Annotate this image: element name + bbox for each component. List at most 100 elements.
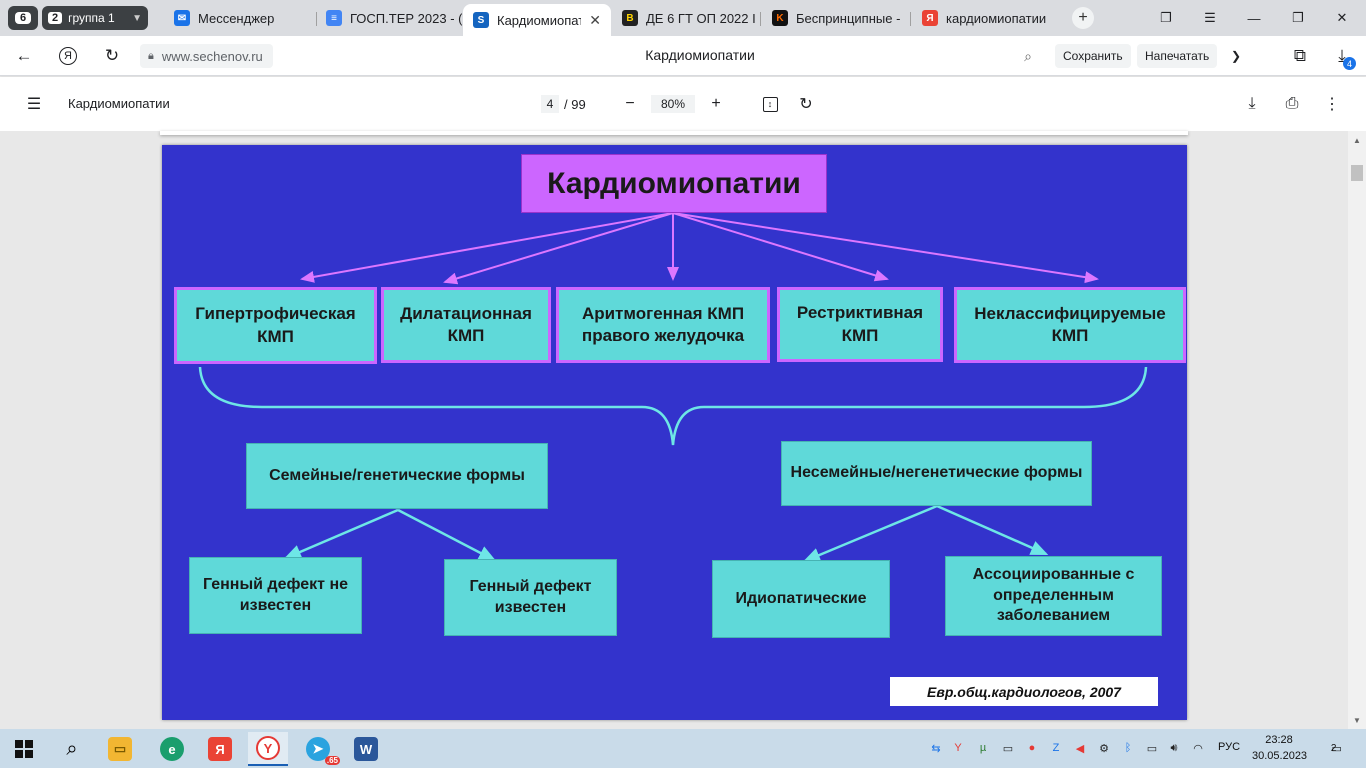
yandex-tray-icon[interactable]: Y [954, 742, 962, 754]
zoom-out-icon[interactable]: − [625, 95, 635, 112]
language-indicator[interactable]: РУС [1218, 741, 1241, 753]
tab-separator [760, 12, 761, 26]
reload-icon[interactable]: ↻ [104, 46, 120, 65]
arrow-to-idiopathic [802, 504, 938, 563]
tab-cardiomyopathy-active[interactable]: S Кардиомиопатии ✕ [463, 4, 611, 36]
zoom-tray-icon[interactable]: Z [1052, 742, 1060, 754]
new-tab-button[interactable]: + [1072, 7, 1094, 29]
type-hypertrophic: Гипертрофическая КМП [174, 287, 377, 364]
notifications-button[interactable]: ▭2 [1330, 742, 1342, 755]
scrollbar-thumb[interactable] [1351, 165, 1363, 181]
tab-group-counter[interactable]: 6 [8, 6, 38, 30]
type-unclassified: Неклассифицируемые КМП [954, 287, 1186, 363]
speaker-muted-tray-icon[interactable]: ◀ [1075, 742, 1085, 755]
wifi-icon[interactable]: ◠ [1193, 742, 1203, 755]
restore-icon[interactable]: ❐ [1292, 10, 1304, 25]
rotate-icon[interactable]: ↻ [799, 96, 813, 113]
scrollbar[interactable] [1348, 131, 1366, 729]
back-icon[interactable]: ← [15, 46, 33, 65]
record-tray-icon[interactable]: ● [1028, 742, 1036, 754]
bookmarks-icon[interactable]: ⧉ [1293, 46, 1307, 65]
unknown-gene-defect: Генный дефект не известен [189, 557, 362, 634]
edge-icon[interactable]: e [152, 732, 192, 766]
address-bar: ← Я ↻ 🔒︎ www.sechenov.ru Кардиомиопатии … [0, 36, 1366, 76]
more-options-icon[interactable]: ⋮ [1324, 96, 1340, 113]
volume-icon[interactable]: 🔊︎ [1170, 741, 1178, 754]
chevron-down-icon[interactable]: ❯ [1230, 49, 1242, 63]
clock[interactable]: 23:28 30.05.2023 [1252, 732, 1308, 764]
previous-page-edge [160, 131, 1188, 135]
arrow-to-unclassified [672, 212, 1099, 284]
clock-date: 30.05.2023 [1252, 750, 1308, 762]
tab-group-count: 2 [48, 12, 63, 24]
url-text: www.sechenov.ru [161, 48, 263, 64]
chevron-down-icon[interactable]: ▼ [132, 12, 142, 24]
fit-page-icon[interactable]: ↕ [758, 92, 782, 116]
battery-icon[interactable]: ▭ [1146, 742, 1158, 755]
tab-de6[interactable]: B ДЕ 6 ГТ ОП 2022 I [612, 4, 758, 32]
tab-manager-icon[interactable]: ❐ [1160, 10, 1172, 25]
print-button[interactable]: Напечатать [1137, 44, 1218, 68]
tab-yandex-search[interactable]: Я кардиомиопатии [912, 4, 1062, 32]
tab-label: кардиомиопатии [946, 10, 1047, 26]
tab-label: Беспринципные - [796, 10, 901, 26]
familial-forms: Семейные/генетические формы [246, 443, 548, 509]
known-gene-defect: Генный дефект известен [444, 559, 617, 636]
torrent-tray-icon[interactable]: µ [979, 742, 987, 754]
search-icon[interactable]: ⌕ [66, 737, 78, 760]
word-icon[interactable]: W [346, 732, 386, 766]
downloads-badge: 4 [1343, 57, 1356, 70]
display-tray-icon[interactable]: ▭ [1002, 742, 1014, 755]
scroll-up-icon[interactable]: ▲ [1353, 135, 1361, 145]
nonfamilial-forms: Несемейные/негенетические формы [781, 441, 1092, 506]
slide-page: Кардиомиопатии Гипертрофическая КМП Дила… [162, 145, 1187, 720]
tab-separator [910, 12, 911, 26]
window-close-icon[interactable]: ✕ [1336, 10, 1348, 25]
close-tab-icon[interactable]: ✕ [589, 11, 601, 28]
download-icon[interactable]: ⤓ [1248, 95, 1256, 112]
telegram-badge: .65 [324, 756, 340, 765]
yandex-app-icon[interactable]: Я [200, 732, 240, 766]
menu-icon[interactable]: ☰ [1204, 10, 1216, 25]
bluetooth-icon[interactable]: ᛒ [1124, 742, 1132, 754]
print-icon[interactable]: ⎙ [1285, 95, 1299, 112]
yandex-icon: Я [922, 10, 938, 26]
arrow-to-known-defect [397, 508, 497, 562]
downloads-icon[interactable]: ⤓4 [1330, 44, 1356, 70]
idiopathic: Идиопатические [712, 560, 890, 638]
slide-title: Кардиомиопатии [521, 154, 827, 213]
arrow-to-associated [936, 504, 1049, 556]
pdf-toolbar: ☰ Кардиомиопатии 4 / 99 − 80% + ↕ ↻ ⤓ ⎙ … [0, 77, 1366, 131]
tab-besprintsipnye[interactable]: K Беспринципные - [762, 4, 908, 32]
page-number-input[interactable]: 4 [541, 95, 559, 113]
pdf-viewer[interactable]: Кардиомиопатии Гипертрофическая КМП Дила… [0, 131, 1366, 729]
arrow-to-restrictive [672, 212, 889, 282]
url-field[interactable]: 🔒︎ www.sechenov.ru [140, 44, 273, 68]
type-dilated: Дилатационная КМП [381, 287, 551, 363]
tab-group-counter-label: 6 [14, 12, 32, 24]
menu-icon[interactable]: ☰ [26, 96, 42, 113]
yandex-logo-icon[interactable]: Я [56, 44, 80, 68]
arrow-to-dilated [443, 212, 674, 285]
page-total: / 99 [564, 97, 586, 112]
telegram-icon[interactable]: ➤.65 [298, 732, 340, 766]
search-icon[interactable]: ⌕ [1024, 47, 1032, 64]
start-button[interactable] [4, 732, 44, 766]
site-icon: B [622, 10, 638, 26]
scroll-down-icon[interactable]: ▼ [1353, 715, 1361, 725]
pdf-title: Кардиомиопатии [68, 96, 170, 111]
minimize-icon[interactable]: — [1247, 10, 1261, 26]
tab-gosp-ter[interactable]: ≡ ГОСП.ТЕР 2023 - ( [316, 4, 462, 32]
save-button[interactable]: Сохранить [1055, 44, 1131, 68]
tab-messenger[interactable]: ✉ Мессенджер [164, 4, 314, 32]
taskbar: ⌕ ▭ e Я Y ➤.65 W ⇆ Y µ ▭ ● Z ◀ ⚙ ᛒ ▭ 🔊︎ … [0, 729, 1366, 768]
yandex-browser-icon[interactable]: Y [248, 732, 288, 766]
security-tray-icon[interactable]: ⚙ [1099, 742, 1109, 755]
zoom-in-icon[interactable]: + [711, 95, 721, 112]
zoom-level-input[interactable]: 80% [651, 95, 695, 113]
tray-icon-1[interactable]: ⇆ [931, 742, 941, 755]
tab-group[interactable]: 2 группа 1 ▼ [42, 6, 148, 30]
file-explorer-icon[interactable]: ▭ [100, 732, 140, 766]
page-title: Кардиомиопатии [645, 47, 755, 63]
tab-group-name: группа 1 [68, 11, 115, 25]
